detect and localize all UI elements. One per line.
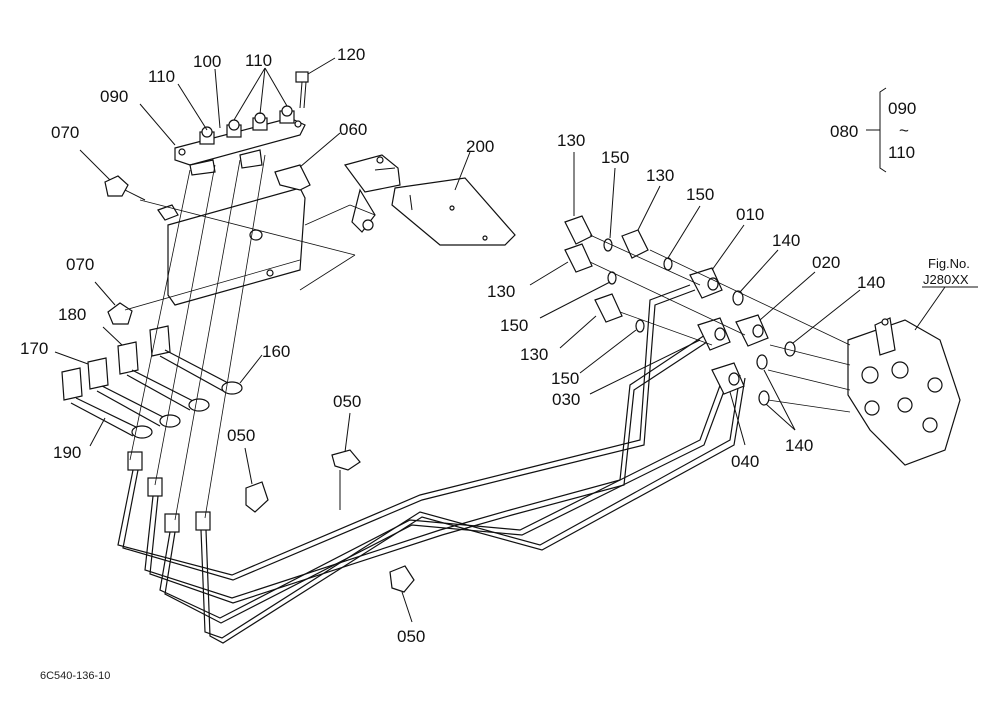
label-120: 120: [337, 45, 365, 64]
main-pipes: [117, 284, 746, 644]
label-160: 160: [262, 342, 290, 361]
wrench-170: [87, 357, 181, 428]
wrench-180: [117, 341, 210, 412]
label-130-left: 130: [487, 282, 515, 301]
label-200: 200: [466, 137, 494, 156]
figref-leader: [914, 286, 946, 331]
legend-group: 080: [830, 122, 858, 141]
figref-caption: Fig.No.: [928, 256, 970, 271]
clamp-050-top: [331, 449, 361, 510]
clamp-050-left: [245, 481, 269, 513]
bracket-200: [343, 154, 516, 246]
label-150-lower: 150: [551, 369, 579, 388]
label-110-group: 110: [245, 51, 272, 70]
label-140-right: 140: [857, 273, 885, 292]
pipe-end-020: [735, 314, 769, 347]
label-180: 180: [58, 305, 86, 324]
pipe-end-040: [711, 362, 745, 395]
label-090: 090: [100, 87, 128, 106]
label-140-bottom: 140: [785, 436, 813, 455]
label-050-left: 050: [227, 426, 255, 445]
label-130-top: 130: [557, 131, 585, 150]
label-110: 110: [148, 67, 175, 86]
wrench-190: [61, 367, 153, 439]
figref-number: J280XX: [923, 272, 969, 287]
banjo-bolts-130: [564, 215, 649, 323]
alignment-lines: [124, 154, 851, 521]
part-labels: 090 110 100 110 120 070 060 200 070 180 …: [20, 45, 885, 646]
legend: 080 090 ~ 110: [830, 99, 916, 162]
label-130-lower: 130: [520, 345, 548, 364]
label-020: 020: [812, 253, 840, 272]
bracket-plate: [157, 164, 311, 306]
clamp-050-bottom: [389, 565, 415, 593]
label-150-second: 150: [686, 185, 714, 204]
manifold-block: [174, 105, 306, 176]
label-010: 010: [736, 205, 764, 224]
label-150-top: 150: [601, 148, 629, 167]
label-030: 030: [552, 390, 580, 409]
label-190: 190: [53, 443, 81, 462]
label-070-lower: 070: [66, 255, 94, 274]
drawing-code: 6C540-136-10: [40, 670, 110, 682]
label-170: 170: [20, 339, 48, 358]
label-050-top: 050: [333, 392, 361, 411]
control-valve-assembly: [847, 317, 961, 466]
leader-lines: [54, 57, 861, 623]
o-rings-140: [732, 290, 796, 406]
pipe-end-030: [697, 317, 731, 351]
label-130-second: 130: [646, 166, 674, 185]
legend-from: 090: [888, 99, 916, 118]
label-140-top: 140: [772, 231, 800, 250]
label-070: 070: [51, 123, 79, 142]
label-040: 040: [731, 452, 759, 471]
label-100: 100: [193, 52, 221, 71]
legend-bracket: [866, 87, 887, 173]
bolt-120: [295, 71, 309, 109]
label-050-bottom: 050: [397, 627, 425, 646]
bolt-070-bottom: [107, 302, 133, 325]
legend-to: 110: [888, 143, 915, 162]
label-060: 060: [339, 120, 367, 139]
legend-tilde: ~: [899, 121, 909, 140]
wrench-160: [149, 325, 243, 395]
pipe-end-fittings: [127, 451, 211, 533]
figure-reference: Fig.No. J280XX: [923, 256, 970, 287]
label-150-left: 150: [500, 316, 528, 335]
bolt-070-top: [104, 175, 146, 201]
manifold-fittings: [199, 105, 295, 145]
